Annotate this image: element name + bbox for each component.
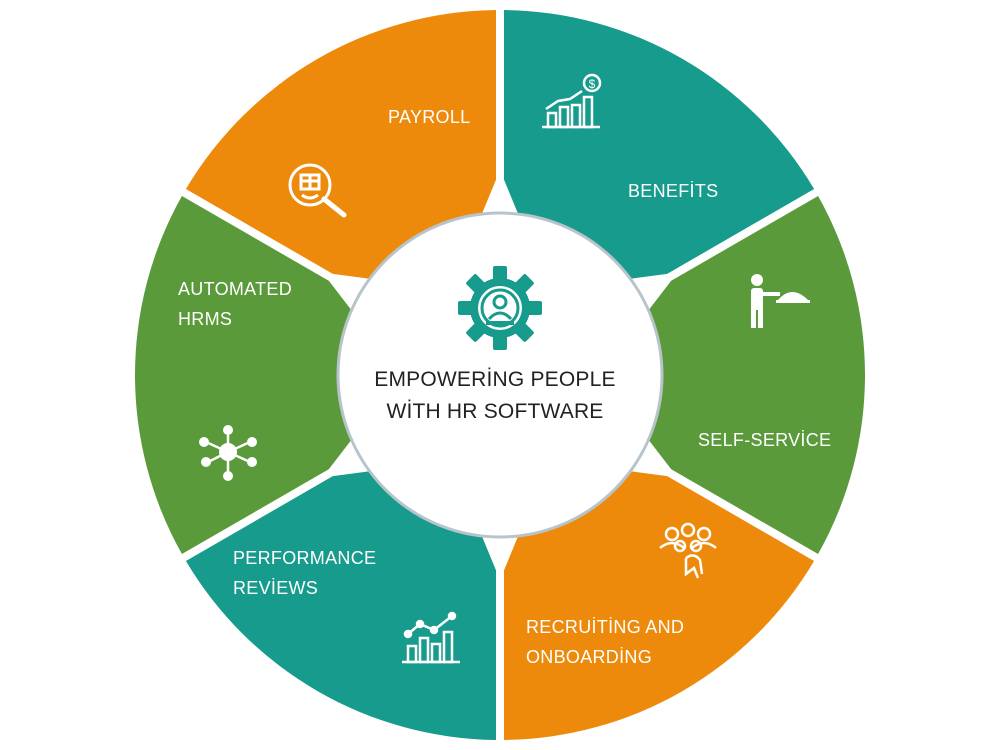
- performance-label-line1: PERFORMANCE: [233, 548, 377, 568]
- gear-tooth: [458, 301, 474, 315]
- center-title: EMPOWERİNG PEOPLE WİTH HR SOFTWARE: [360, 364, 630, 428]
- growth-chart-dollar-icon: $: [542, 73, 602, 129]
- recruiting-label-line2: ONBOARDİNG: [526, 647, 653, 667]
- benefits-label: BENEFİTS: [628, 181, 719, 201]
- network-nodes-icon: [199, 425, 257, 481]
- hrms-label-line2: HRMS: [178, 309, 233, 329]
- payroll-search-icon: [288, 163, 347, 218]
- segment-self-service: [503, 453, 815, 740]
- segment-performance: [135, 195, 369, 555]
- performance-label-line2: REVİEWS: [233, 578, 319, 598]
- segment-label-benefits: BENEFİTS: [628, 176, 718, 206]
- segment-benefits: [631, 195, 866, 555]
- self-service-label: SELF-SERVİCE: [698, 430, 832, 450]
- segment-hrms: [185, 10, 497, 297]
- segment-label-hrms: AUTOMATED HRMS: [178, 274, 292, 334]
- person-serving-icon: [751, 274, 810, 328]
- hrms-label-line1: AUTOMATED: [178, 279, 293, 299]
- gear-tooth: [493, 334, 507, 350]
- gear-person-icon: [458, 266, 542, 350]
- segment-label-self-service: SELF-SERVİCE: [698, 425, 831, 455]
- recruiting-label-line1: RECRUİTİNG AND: [526, 617, 685, 637]
- segment-recruiting: [185, 453, 497, 740]
- gear-tooth: [526, 301, 542, 315]
- segment-payroll: [503, 10, 815, 297]
- center-circle: [336, 211, 664, 539]
- center-title-line1: EMPOWERİNG PEOPLE: [374, 368, 616, 391]
- group-pointer-icon: [659, 522, 717, 579]
- segment-label-payroll: PAYROLL: [388, 102, 470, 132]
- segment-label-recruiting: RECRUİTİNG AND ONBOARDİNG: [526, 612, 684, 672]
- gear-tooth: [493, 266, 507, 282]
- segment-label-performance: PERFORMANCE REVİEWS: [233, 543, 376, 603]
- trend-bar-chart-icon: [402, 611, 460, 664]
- center-title-line2: WİTH HR SOFTWARE: [386, 400, 604, 423]
- svg-text:$: $: [589, 77, 596, 91]
- payroll-label: PAYROLL: [388, 107, 471, 127]
